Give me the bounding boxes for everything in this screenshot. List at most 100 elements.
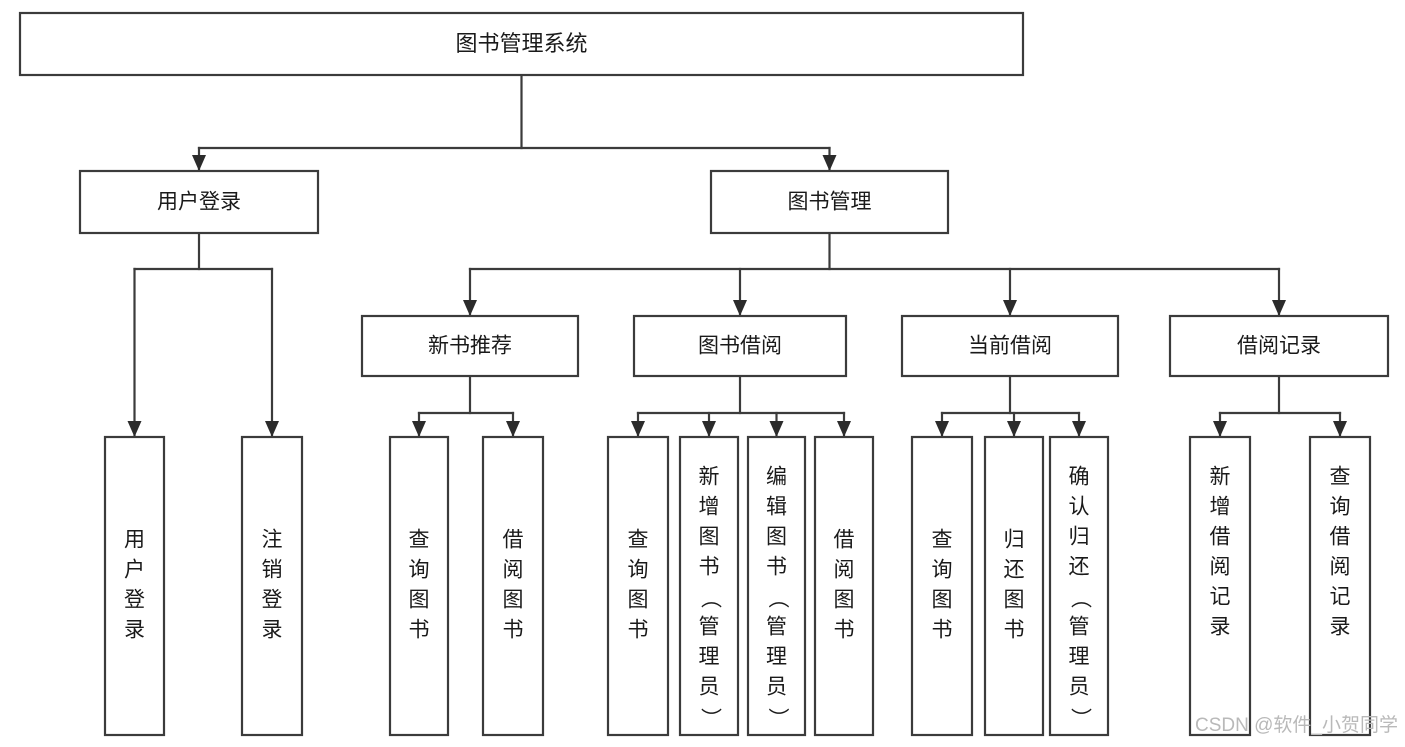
node-label-char: 查 bbox=[1330, 466, 1351, 489]
edge-group-book-manage bbox=[463, 231, 1286, 318]
node-label-char: 书 bbox=[932, 619, 953, 642]
arrow-head-icon bbox=[702, 421, 716, 437]
node-label-char: 管 bbox=[1069, 616, 1090, 639]
node-label-char: 销 bbox=[262, 559, 283, 582]
node-box-leaf-cur-return-book bbox=[983, 435, 1045, 737]
node-label-char: 认 bbox=[1069, 496, 1090, 519]
node-label-char: 理 bbox=[1069, 646, 1090, 669]
node-label-char: 阅 bbox=[1330, 556, 1351, 579]
arrow-head-icon bbox=[631, 421, 645, 437]
node-label-char: 书 bbox=[834, 619, 855, 642]
node-label-char: 记 bbox=[1210, 586, 1231, 609]
node-label-char: 录 bbox=[1210, 616, 1231, 639]
nodes-layer: 图书管理系统用户登录图书管理新书推荐图书借阅当前借阅借阅记录用户登录注销登录查询… bbox=[18, 11, 1390, 737]
edge-group-root bbox=[192, 73, 837, 173]
node-label-char: 阅 bbox=[1210, 556, 1231, 579]
node-box-leaf-cur-query-book bbox=[910, 435, 974, 737]
node-label-char: 图 bbox=[628, 589, 649, 612]
node-box-leaf-borrow-borrow-book bbox=[813, 435, 875, 737]
node-label-char: 阅 bbox=[503, 559, 524, 582]
node-label-current-borrow: 当前借阅 bbox=[968, 335, 1052, 358]
node-label-char: 员 bbox=[766, 676, 787, 699]
node-label-char: 查 bbox=[932, 529, 953, 552]
node-label-new-book-rec: 新书推荐 bbox=[428, 335, 512, 358]
node-book-manage[interactable]: 图书管理 bbox=[709, 169, 950, 235]
node-label-char: 书 bbox=[699, 556, 720, 579]
edge-group-current-borrow bbox=[935, 374, 1086, 439]
node-label-char: （ bbox=[698, 588, 721, 609]
arrow-head-icon bbox=[1333, 421, 1347, 437]
node-label-user-login: 用户登录 bbox=[157, 191, 241, 214]
node-box-current-borrow bbox=[900, 314, 1120, 378]
node-label-char: 图 bbox=[834, 589, 855, 612]
node-label-char: 记 bbox=[1330, 586, 1351, 609]
arrow-head-icon bbox=[506, 421, 520, 437]
node-current-borrow[interactable]: 当前借阅 bbox=[900, 314, 1120, 378]
node-label-char: （ bbox=[766, 588, 789, 609]
node-borrow-record[interactable]: 借阅记录 bbox=[1168, 314, 1390, 378]
node-label-char: 增 bbox=[1210, 496, 1231, 519]
node-label-book-manage: 图书管理 bbox=[788, 191, 872, 214]
node-label-char: 借 bbox=[1210, 526, 1231, 549]
node-label-char: 图 bbox=[766, 526, 787, 549]
node-box-leaf-borrow-edit-book bbox=[746, 435, 807, 737]
arrow-head-icon bbox=[733, 300, 747, 316]
node-label-char: （ bbox=[1068, 588, 1091, 609]
arrow-head-icon bbox=[769, 421, 784, 437]
node-label-char: 图 bbox=[503, 589, 524, 612]
arrow-head-icon bbox=[935, 421, 949, 437]
node-user-login[interactable]: 用户登录 bbox=[78, 169, 320, 235]
node-label-char: 增 bbox=[699, 496, 720, 519]
node-label-char: 理 bbox=[766, 646, 787, 669]
node-label-char: 借 bbox=[1330, 526, 1351, 549]
edge-group-user-login bbox=[127, 231, 279, 439]
node-label-char: 确 bbox=[1069, 466, 1090, 489]
node-label-char: 询 bbox=[409, 559, 430, 582]
node-leaf-user-login[interactable]: 用户登录 bbox=[103, 435, 166, 737]
node-label-borrow-record: 借阅记录 bbox=[1237, 335, 1321, 358]
node-box-book-borrow bbox=[632, 314, 848, 378]
node-label-char: 登 bbox=[124, 589, 145, 612]
arrow-head-icon bbox=[1072, 421, 1086, 437]
arrow-head-icon bbox=[1003, 300, 1017, 316]
node-label-char: ） bbox=[1068, 708, 1091, 729]
node-label-char: 书 bbox=[1004, 619, 1025, 642]
arrow-head-icon bbox=[837, 421, 851, 437]
node-label-char: 录 bbox=[1330, 616, 1351, 639]
node-book-borrow[interactable]: 图书借阅 bbox=[632, 314, 848, 378]
arrow-head-icon bbox=[463, 300, 477, 316]
edge-group-new-book-rec bbox=[412, 374, 520, 439]
node-root[interactable]: 图书管理系统 bbox=[18, 11, 1025, 77]
node-label-char: ） bbox=[698, 708, 721, 729]
node-label-book-borrow: 图书借阅 bbox=[698, 335, 782, 358]
node-box-new-book-rec bbox=[360, 314, 580, 378]
csdn-watermark: CSDN @软件_小贺同学 bbox=[1195, 714, 1398, 736]
node-label-char: 新 bbox=[699, 466, 720, 489]
node-label-char: 员 bbox=[1069, 676, 1090, 699]
node-label-char: 询 bbox=[628, 559, 649, 582]
node-box-leaf-rec-add-record bbox=[1188, 435, 1252, 737]
node-label-char: 归 bbox=[1069, 526, 1090, 549]
node-new-book-rec[interactable]: 新书推荐 bbox=[360, 314, 580, 378]
node-box-leaf-cur-confirm-return bbox=[1048, 435, 1110, 737]
node-box-leaf-borrow-add-book bbox=[678, 435, 740, 737]
node-label-char: 书 bbox=[628, 619, 649, 642]
node-label-char: 登 bbox=[262, 589, 283, 612]
node-label-char: 图 bbox=[932, 589, 953, 612]
node-label-char: 还 bbox=[1004, 559, 1025, 582]
node-label-char: 书 bbox=[766, 556, 787, 579]
node-box-leaf-user-logout bbox=[240, 435, 304, 737]
